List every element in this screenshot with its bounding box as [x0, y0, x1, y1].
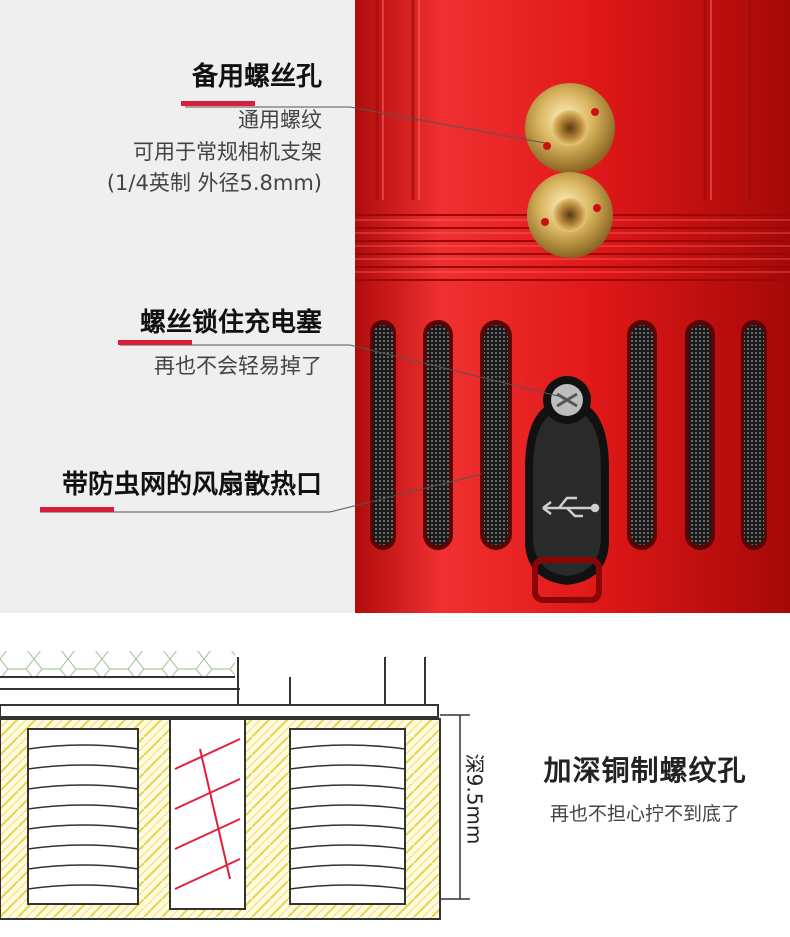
screw-hole-lower	[527, 172, 613, 258]
feature-line: 可用于常规相机支架	[133, 139, 322, 164]
feature-title: 带防虫网的风扇散热口	[61, 470, 322, 500]
depth-dimension-label: 深9.5mm	[462, 753, 487, 845]
product-photo-section: 备用螺丝孔 通用螺纹 可用于常规相机支架 (1/4英制 外径5.8mm) 螺丝锁…	[0, 0, 790, 613]
feature-spare-screw-hole: 备用螺丝孔 通用螺纹 可用于常规相机支架 (1/4英制 外径5.8mm)	[60, 62, 322, 200]
section-divider	[0, 613, 790, 629]
feature-title: 备用螺丝孔	[191, 62, 322, 92]
feature-fan-vent: 带防虫网的风扇散热口	[10, 470, 322, 501]
accent-bar	[118, 340, 192, 345]
feature-line: 通用螺纹	[238, 108, 322, 133]
bottom-title: 加深铜制螺纹孔	[543, 754, 747, 787]
accent-bar	[181, 101, 255, 106]
charging-plug-cover	[525, 376, 609, 585]
cross-section-section: 深9.5mm 加深铜制螺纹孔 再也不担心拧不到底了	[0, 629, 790, 937]
thread-cross-section-diagram	[0, 651, 470, 920]
bottom-subtitle: 再也不担心拧不到底了	[549, 803, 740, 825]
feature-line: 再也不会轻易掉了	[154, 354, 322, 379]
leader-lines	[40, 106, 567, 513]
vent-slots	[370, 320, 767, 550]
usb-icon	[542, 496, 600, 518]
screw-hole-upper	[525, 83, 615, 173]
feature-title: 螺丝锁住充电塞	[139, 308, 322, 338]
feature-screw-lock-plug: 螺丝锁住充电塞 再也不会轻易掉了	[60, 308, 322, 383]
camera-body-illustration	[355, 0, 790, 613]
feature-line: (1/4英制 外径5.8mm)	[106, 171, 322, 196]
bottom-feature-text: 加深铜制螺纹孔 再也不担心拧不到底了	[500, 749, 790, 826]
accent-bar	[40, 507, 114, 512]
